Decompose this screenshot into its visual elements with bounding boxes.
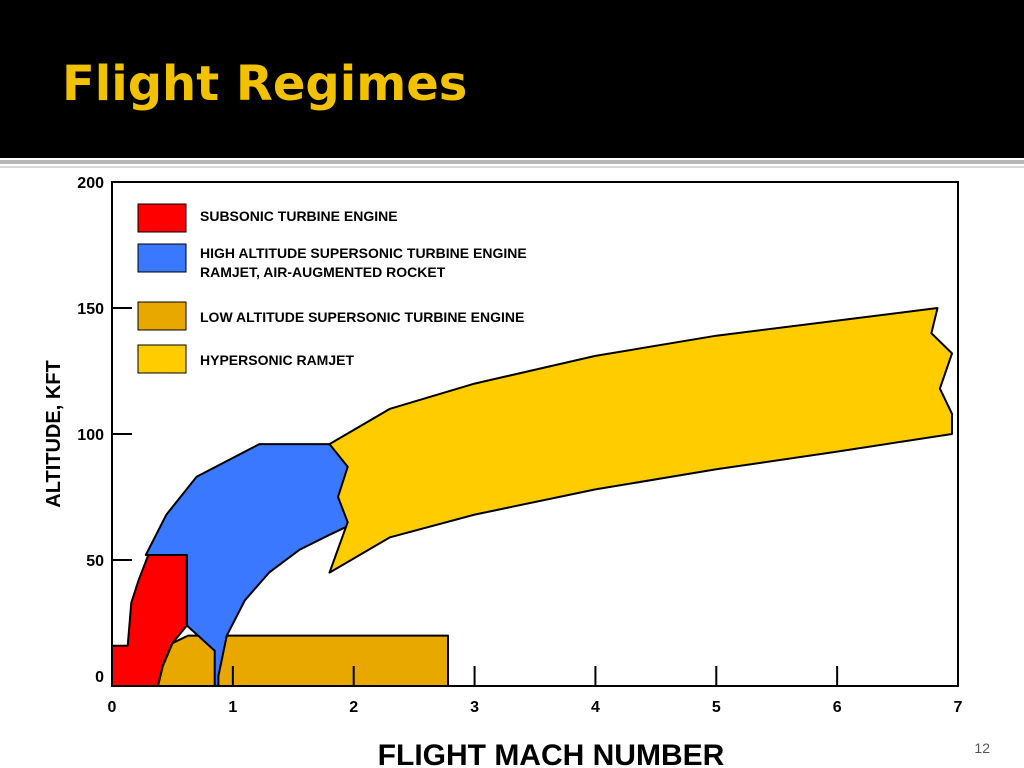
title-divider — [0, 160, 1024, 164]
y-tick-label: 100 — [77, 427, 104, 444]
x-tick-label: 3 — [470, 699, 479, 716]
legend-label: HIGH ALTITUDE SUPERSONIC TURBINE ENGINE — [200, 245, 527, 261]
y-axis-label: ALTITUDE, KFT — [43, 360, 65, 507]
slide-title: Flight Regimes — [62, 56, 468, 112]
region-low-altitude-supersonic-turbine-engine — [156, 634, 449, 687]
y-tick-label: 50 — [86, 553, 104, 570]
region-hypersonic-ramjet — [328, 307, 953, 574]
x-tick-label: 1 — [228, 699, 237, 716]
title-bar: Flight Regimes — [0, 0, 1024, 158]
x-tick-label: 6 — [833, 699, 842, 716]
x-tick-label: 5 — [712, 699, 721, 716]
legend-swatch-hypersonic-ramjet — [137, 344, 187, 374]
y-tick-label: 200 — [77, 175, 104, 192]
legend-label: HYPERSONIC RAMJET — [200, 352, 354, 368]
y-tick-label: 0 — [95, 669, 104, 686]
x-tick-label: 0 — [108, 699, 117, 716]
legend-swatch-high-altitude-supersonic-turbine-engine — [137, 243, 187, 273]
legend-swatch-low-altitude-supersonic-turbine-engine — [137, 301, 187, 331]
x-axis-label: FLIGHT MACH NUMBER — [378, 739, 725, 768]
slide-number: 12 — [974, 740, 990, 756]
legend-swatch-subsonic-turbine-engine — [137, 203, 187, 233]
legend-label: RAMJET, AIR-AUGMENTED ROCKET — [200, 264, 446, 280]
legend-label: SUBSONIC TURBINE ENGINE — [200, 208, 398, 224]
x-tick-label: 2 — [349, 699, 358, 716]
legend-label: LOW ALTITUDE SUPERSONIC TURBINE ENGINE — [200, 309, 524, 325]
x-tick-label: 7 — [954, 699, 963, 716]
x-tick-label: 4 — [591, 699, 600, 716]
title-divider-secondary — [0, 166, 1024, 168]
region-high-altitude-supersonic-turbine-engine — [144, 443, 358, 687]
y-tick-label: 150 — [77, 301, 104, 318]
